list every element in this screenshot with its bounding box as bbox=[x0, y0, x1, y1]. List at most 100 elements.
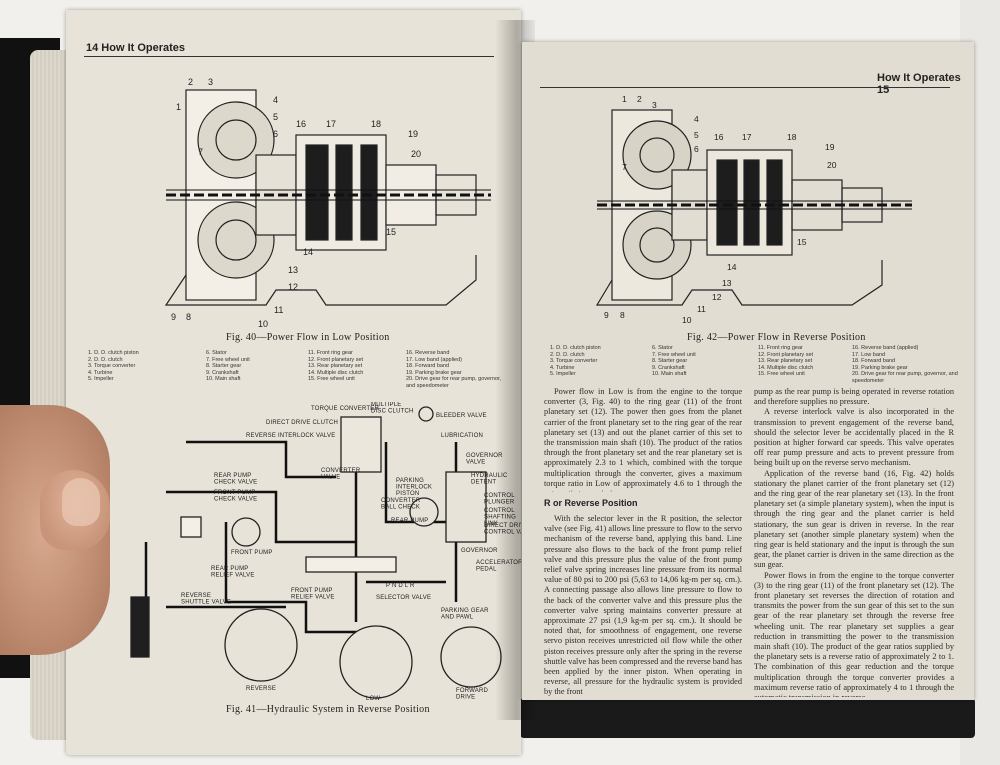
right-page: How It Operates 15 1 2 3 4 5 6 bbox=[522, 42, 974, 700]
legend-item: 19. Parking brake gear bbox=[406, 369, 462, 376]
callout: 10 bbox=[258, 319, 268, 329]
callout: 5 bbox=[273, 112, 278, 122]
callout: 7 bbox=[622, 162, 627, 172]
legend-item: 6. Stator bbox=[206, 350, 227, 356]
callout: 13 bbox=[288, 265, 298, 275]
callout: 3 bbox=[208, 77, 213, 87]
fig40-legend-col4: 16. Reverse band 17. Low band (applied) … bbox=[406, 350, 506, 390]
callout: 15 bbox=[386, 227, 396, 237]
header-rule bbox=[540, 87, 950, 88]
legend-item: 12. Front planetary set bbox=[308, 356, 364, 363]
callout: 15 bbox=[797, 237, 807, 247]
legend-item: 20. Drive gear for rear pump, governor, … bbox=[852, 371, 958, 384]
callout: 8 bbox=[620, 310, 625, 320]
callout: 6 bbox=[273, 129, 278, 139]
callout: 12 bbox=[712, 292, 722, 302]
callout: 1 bbox=[176, 102, 181, 112]
legend-item: 1. D. D. clutch piston bbox=[550, 345, 601, 351]
section-title-reverse: R or Reverse Position bbox=[544, 498, 638, 508]
label-reverse-interlock-valve: REVERSE INTERLOCK VALVE bbox=[246, 433, 335, 439]
legend-item: 2. D. D. clutch bbox=[88, 356, 123, 363]
book-bottom-cover bbox=[520, 698, 975, 738]
label-accelerator-pedal: ACCELERATORPEDAL bbox=[476, 560, 521, 573]
legend-item: 9. Crankshaft bbox=[652, 364, 685, 371]
body-column-1-top: Power flow in Low is from the engine to … bbox=[544, 387, 742, 492]
body-column-1-bottom: With the selector lever in the R positio… bbox=[544, 514, 742, 697]
label-direct-drive-clutch: DIRECT DRIVE CLUTCH bbox=[266, 420, 338, 426]
callout: 5 bbox=[694, 130, 699, 140]
callout: 20 bbox=[827, 160, 837, 170]
label-reverse: REVERSE bbox=[246, 686, 276, 692]
callout: 11 bbox=[274, 305, 283, 315]
legend-item: 3. Torque converter bbox=[88, 363, 136, 370]
callout: 10 bbox=[682, 315, 692, 325]
legend-item: 11. Front ring gear bbox=[308, 350, 353, 356]
label-front-pump: FRONT PUMP bbox=[231, 550, 273, 556]
label-control-shaft-link: CONTROLSHAFTINGLINK bbox=[484, 508, 516, 527]
legend-item: 16. Reverse band bbox=[406, 350, 450, 356]
left-page: 14 How It Operates 2 1 3 4 5 6 bbox=[66, 10, 521, 755]
legend-item: 15. Free wheel unit bbox=[758, 371, 805, 378]
legend-item: 12. Front planetary set bbox=[758, 351, 814, 358]
callout: 6 bbox=[694, 144, 699, 154]
paragraph: Power flows in from the engine to the to… bbox=[754, 570, 954, 697]
fig42-legend-col1: 1. D. D. clutch piston 2. D. D. clutch 3… bbox=[550, 345, 601, 378]
legend-item: 7. Free wheel unit bbox=[206, 356, 250, 363]
fig40-legend-col2: 6. Stator 7. Free wheel unit 8. Starter … bbox=[206, 350, 250, 383]
legend-item: 18. Forward band bbox=[406, 363, 450, 370]
fig42-legend-col3: 11. Front ring gear 12. Front planetary … bbox=[758, 345, 813, 378]
callout: 2 bbox=[637, 94, 642, 104]
callout: 11 bbox=[697, 304, 706, 314]
label-low: LOW bbox=[366, 696, 380, 702]
legend-item: 3. Torque converter bbox=[550, 358, 598, 365]
fig42-legend-col4: 16. Reverse band (applied) 17. Low band … bbox=[852, 345, 962, 385]
callout: 4 bbox=[273, 95, 278, 105]
label-direct-drive-control-valve: DIRECT DRIVECONTROL VALVE bbox=[484, 523, 521, 536]
paragraph: With the selector lever in the R positio… bbox=[544, 514, 742, 697]
fig40-diagram: 2 1 3 4 5 6 7 8 9 10 11 12 13 14 15 16 1… bbox=[164, 77, 491, 329]
legend-item: 14. Multiple disc clutch bbox=[758, 364, 814, 371]
callout: 14 bbox=[303, 247, 313, 257]
legend-item: 17. Low band (applied) bbox=[406, 356, 462, 363]
fig42-caption: Fig. 42—Power Flow in Reverse Position bbox=[687, 332, 866, 343]
callout: 4 bbox=[694, 114, 699, 124]
callout: 8 bbox=[186, 312, 191, 322]
fig40-legend-col1: 1. D. D. clutch piston 2. D. D. clutch 3… bbox=[88, 350, 139, 383]
legend-item: 17. Low band bbox=[852, 351, 886, 358]
legend-item: 14. Multiple disc clutch bbox=[308, 369, 364, 376]
callout: 9 bbox=[604, 310, 609, 320]
callout: 14 bbox=[727, 262, 737, 272]
legend-item: 10. Main shaft bbox=[206, 376, 241, 383]
fig40-caption: Fig. 40—Power Flow in Low Position bbox=[226, 332, 390, 343]
paragraph: Power flow in Low is from the engine to … bbox=[544, 387, 742, 492]
legend-item: 18. Forward band bbox=[852, 358, 896, 365]
callout: 17 bbox=[326, 119, 336, 129]
legend-item: 8. Starter gear bbox=[652, 358, 688, 365]
callout: 2 bbox=[188, 77, 193, 87]
callout: 12 bbox=[288, 282, 298, 292]
fig41-caption: Fig. 41—Hydraulic System in Reverse Posi… bbox=[226, 704, 430, 715]
legend-item: 20. Drive gear for rear pump, governor, … bbox=[406, 376, 502, 389]
fig42-legend-col2: 6. Stator 7. Free wheel unit 8. Starter … bbox=[652, 345, 696, 378]
paragraph: Application of the reverse band (16, Fig… bbox=[754, 468, 954, 570]
label-control-plunger: CONTROLPLUNGER bbox=[484, 493, 515, 506]
legend-item: 11. Front ring gear bbox=[758, 345, 803, 351]
paragraph: A reverse interlock valve is also incorp… bbox=[754, 407, 954, 468]
callout: 7 bbox=[198, 147, 203, 157]
label-torque-converter: TORQUE CONVERTER bbox=[311, 406, 379, 412]
legend-item: 19. Parking brake gear bbox=[852, 364, 908, 371]
legend-item: 1. D. D. clutch piston bbox=[88, 350, 139, 356]
callout: 16 bbox=[296, 119, 306, 129]
callout: 16 bbox=[714, 132, 724, 142]
callout: 17 bbox=[742, 132, 752, 142]
